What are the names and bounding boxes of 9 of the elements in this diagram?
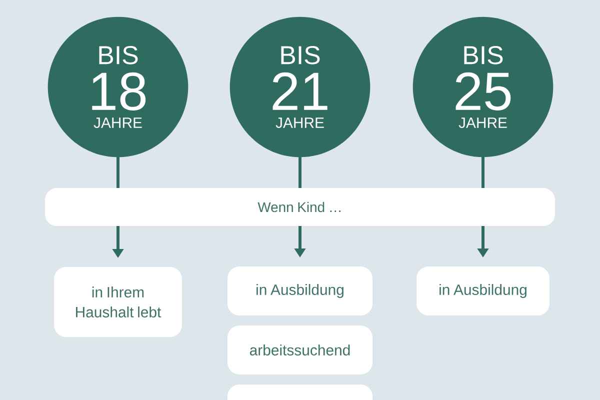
connector-line: [298, 154, 302, 188]
condition-box: in Ihrem Haushalt lebt: [54, 267, 182, 337]
condition-box: in Ausbildung: [416, 266, 550, 316]
condition-box: in Ausbildung: [228, 266, 372, 316]
condition-box: arbeitssuchend: [228, 326, 372, 374]
connector-line: [116, 154, 120, 188]
connector-line: [482, 154, 484, 188]
condition-box: [228, 384, 372, 400]
condition-banner: Wenn Kind …: [45, 188, 555, 226]
